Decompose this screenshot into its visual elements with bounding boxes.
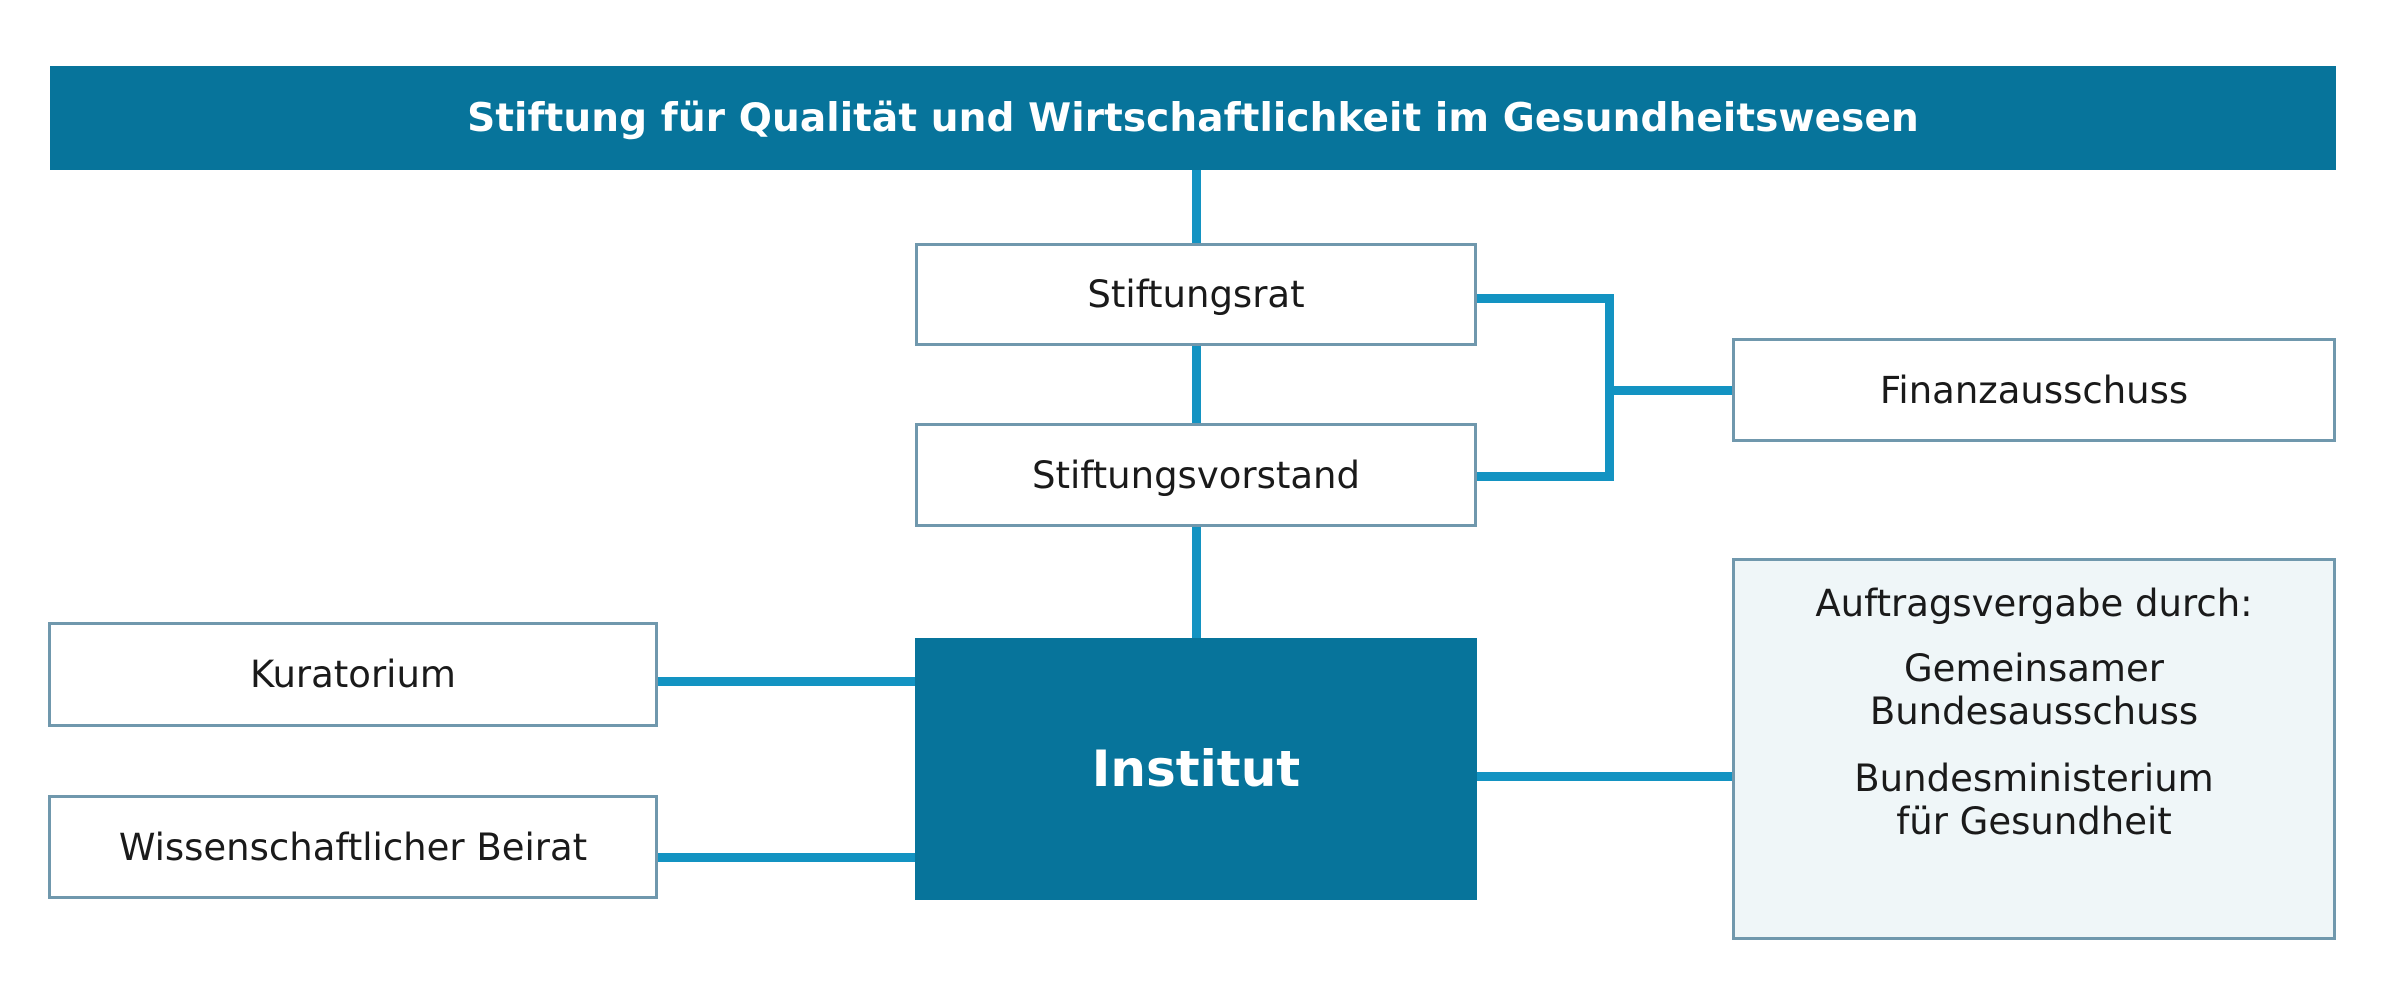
- node-wissenschaftlicher-beirat-label: Wissenschaftlicher Beirat: [118, 825, 588, 869]
- panel-entry-bundesministerium-line2: für Gesundheit: [1896, 799, 2172, 843]
- node-finanzausschuss[interactable]: Finanzausschuss: [1732, 338, 2336, 442]
- node-institut[interactable]: Institut: [915, 638, 1477, 900]
- connector-beirat-to-institut: [655, 853, 918, 862]
- connector-stiftungsrat-to-bracket: [1474, 294, 1614, 303]
- node-institut-label: Institut: [1091, 740, 1301, 798]
- panel-entry-gemeinsamer-bundesausschuss-line1: Gemeinsamer: [1904, 646, 2164, 690]
- header-title-bar: Stiftung für Qualität und Wirtschaftlich…: [50, 66, 2336, 170]
- connector-stiftungsrat-to-stiftungsvorstand: [1192, 344, 1201, 426]
- connector-stiftungsvorstand-to-bracket: [1474, 472, 1614, 481]
- panel-entry-bundesministerium-line1: Bundesministerium: [1854, 756, 2214, 800]
- panel-entry-gemeinsamer-bundesausschuss-line2: Bundesausschuss: [1869, 689, 2199, 733]
- node-stiftungsrat-label: Stiftungsrat: [1087, 273, 1305, 316]
- node-stiftungsvorstand[interactable]: Stiftungsvorstand: [915, 423, 1477, 527]
- header-title-label: Stiftung für Qualität und Wirtschaftlich…: [467, 95, 1919, 141]
- panel-auftragsvergabe[interactable]: Auftragsvergabe durch: Gemeinsamer Bunde…: [1732, 558, 2336, 940]
- connector-kuratorium-to-institut: [655, 677, 918, 686]
- connector-header-to-stiftungsrat: [1192, 168, 1201, 246]
- node-stiftungsvorstand-label: Stiftungsvorstand: [1032, 453, 1360, 497]
- node-kuratorium-label: Kuratorium: [250, 653, 456, 696]
- connector-bracket-to-finanzausschuss: [1605, 386, 1735, 395]
- connector-institut-to-auftragsvergabe: [1474, 772, 1735, 781]
- node-finanzausschuss-label: Finanzausschuss: [1879, 368, 2189, 412]
- node-kuratorium[interactable]: Kuratorium: [48, 622, 658, 727]
- node-stiftungsrat[interactable]: Stiftungsrat: [915, 243, 1477, 346]
- panel-auftragsvergabe-title: Auftragsvergabe durch:: [1815, 582, 2253, 625]
- node-wissenschaftlicher-beirat[interactable]: Wissenschaftlicher Beirat: [48, 795, 658, 899]
- connector-stiftungsvorstand-to-institut: [1192, 525, 1201, 641]
